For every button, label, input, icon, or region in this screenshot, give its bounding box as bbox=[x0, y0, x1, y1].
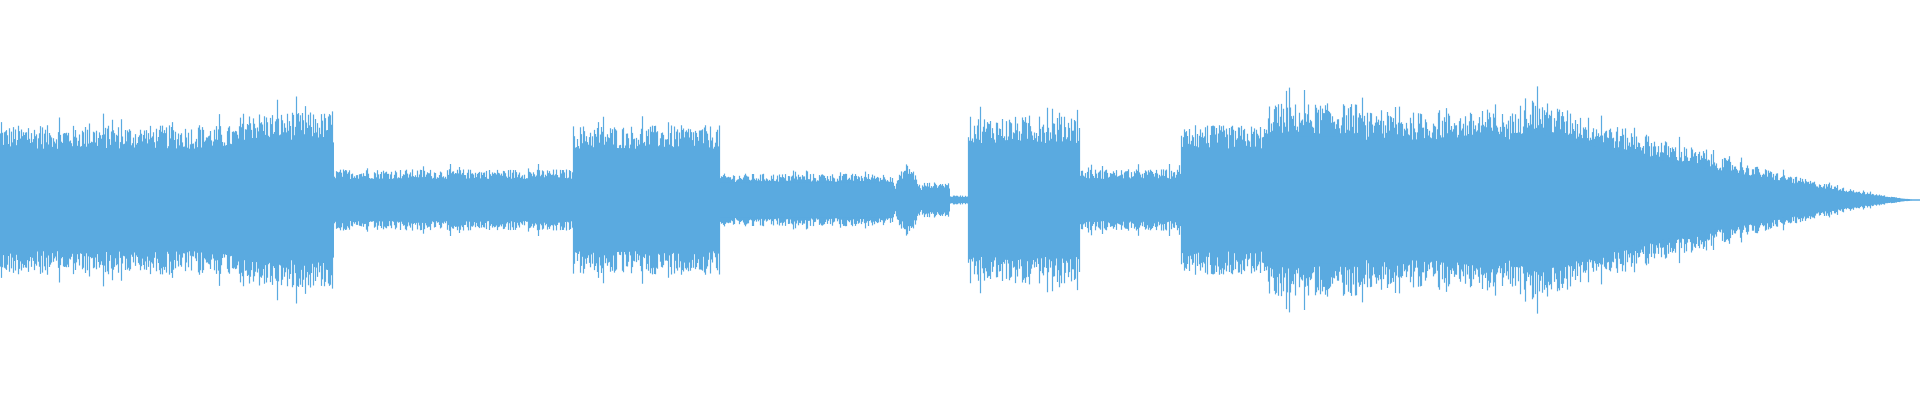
audio-waveform bbox=[0, 86, 1920, 314]
waveform-graphic bbox=[0, 86, 1920, 314]
